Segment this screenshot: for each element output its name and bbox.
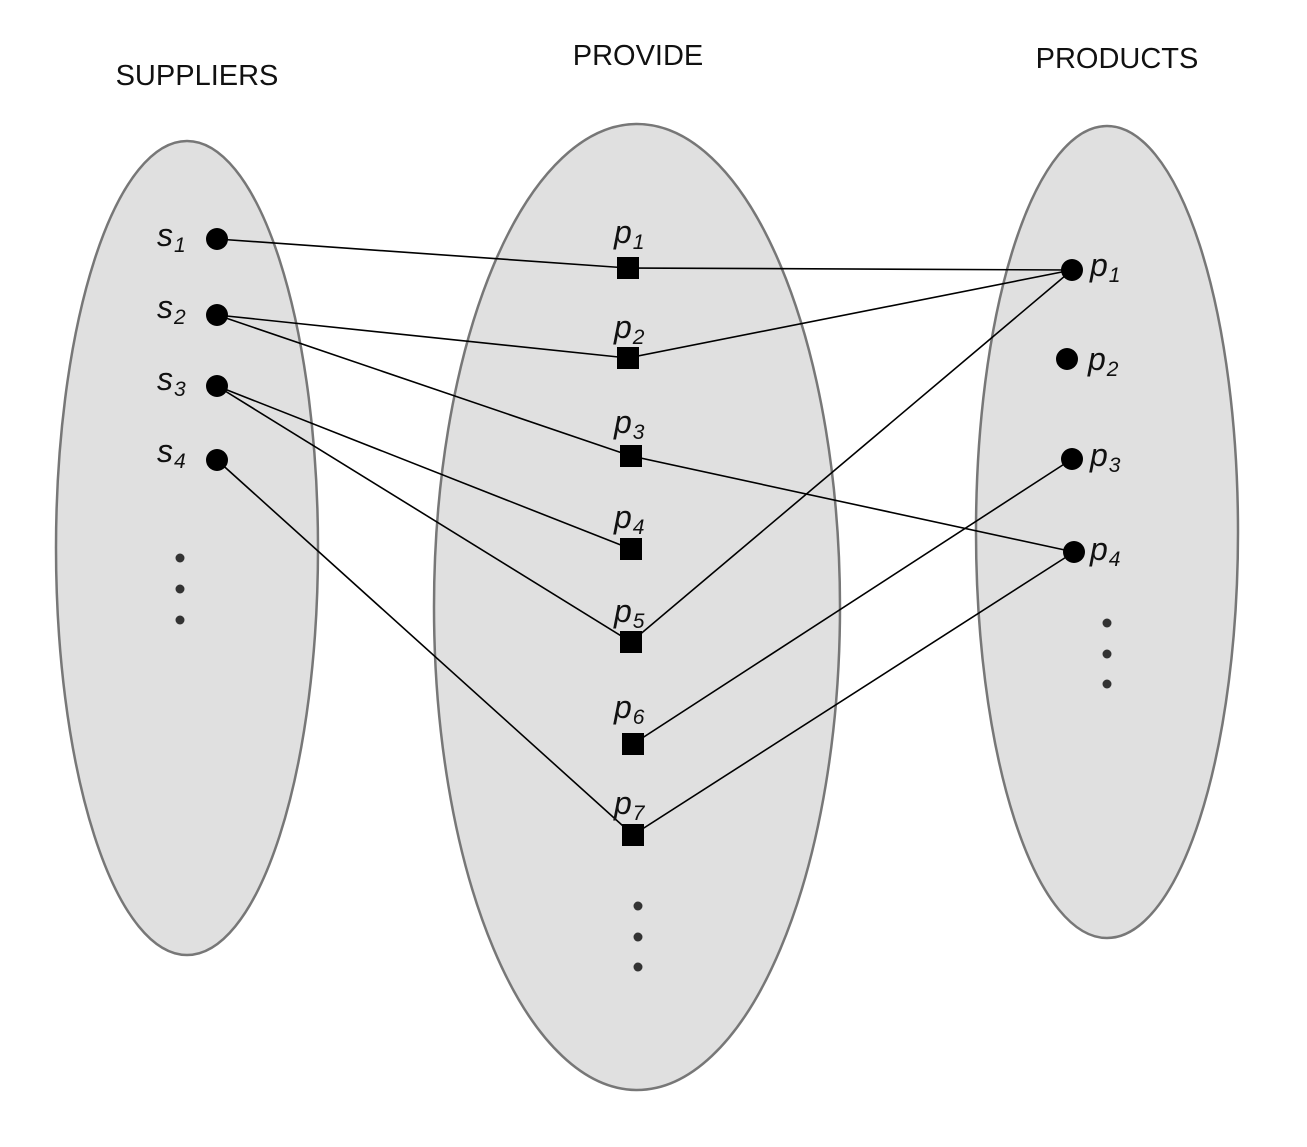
products-ellipsis-dot	[1102, 679, 1112, 689]
products-ellipsis-dot	[1102, 649, 1112, 659]
provide-node-r4	[620, 538, 642, 560]
supplier-node-s1	[206, 228, 228, 250]
provide-node-r3	[620, 445, 642, 467]
edge-s1-r1	[216, 238, 629, 269]
continuation-ellipses	[175, 553, 1112, 972]
provide-node-r7	[622, 824, 644, 846]
provide-ellipsis-dot	[633, 932, 643, 942]
suppliers-ellipsis-dot	[175, 584, 185, 594]
suppliers-ellipsis-dot	[175, 553, 185, 563]
edge-s3-r5	[216, 385, 632, 643]
edge-r1-q1	[627, 267, 1073, 271]
provide-ellipsis-dot	[633, 962, 643, 972]
edge-s4-r7	[216, 459, 634, 836]
provide-node-r2	[617, 347, 639, 369]
provide-title: PROVIDE	[573, 40, 704, 72]
edge-r3-q4	[630, 455, 1075, 553]
products-title: PRODUCTS	[1036, 43, 1199, 75]
edge-s3-r4	[216, 385, 632, 550]
edge-r2-q1	[627, 269, 1073, 359]
provide-node-r5	[620, 631, 642, 653]
product-node-q3	[1061, 448, 1083, 470]
suppliers-ellipsis-dot	[175, 615, 185, 625]
products-set-ellipse	[974, 124, 1240, 940]
product-node-q4	[1063, 541, 1085, 563]
edge-r7-q4	[632, 551, 1075, 836]
product-node-q1	[1061, 259, 1083, 281]
suppliers-title: SUPPLIERS	[116, 60, 279, 92]
supplier-node-s2	[206, 304, 228, 326]
provide-node-r1	[617, 257, 639, 279]
provide-label-r4: p4	[613, 499, 644, 539]
edge-s2-r3	[216, 314, 632, 457]
provide-set-ellipse	[432, 122, 842, 1092]
products-ellipsis-dot	[1102, 618, 1112, 628]
edges-layer	[216, 238, 1075, 836]
edge-r6-q3	[632, 458, 1073, 745]
edge-s2-r2	[216, 314, 629, 359]
provide-label-r3: p3	[613, 404, 645, 444]
edge-r5-q1	[630, 269, 1073, 643]
supplier-node-s3	[206, 375, 228, 397]
supplier-node-s4	[206, 449, 228, 471]
provide-ellipsis-dot	[633, 901, 643, 911]
provide-node-r6	[622, 733, 644, 755]
product-node-q2	[1056, 348, 1078, 370]
suppliers-set-ellipse	[54, 139, 320, 957]
